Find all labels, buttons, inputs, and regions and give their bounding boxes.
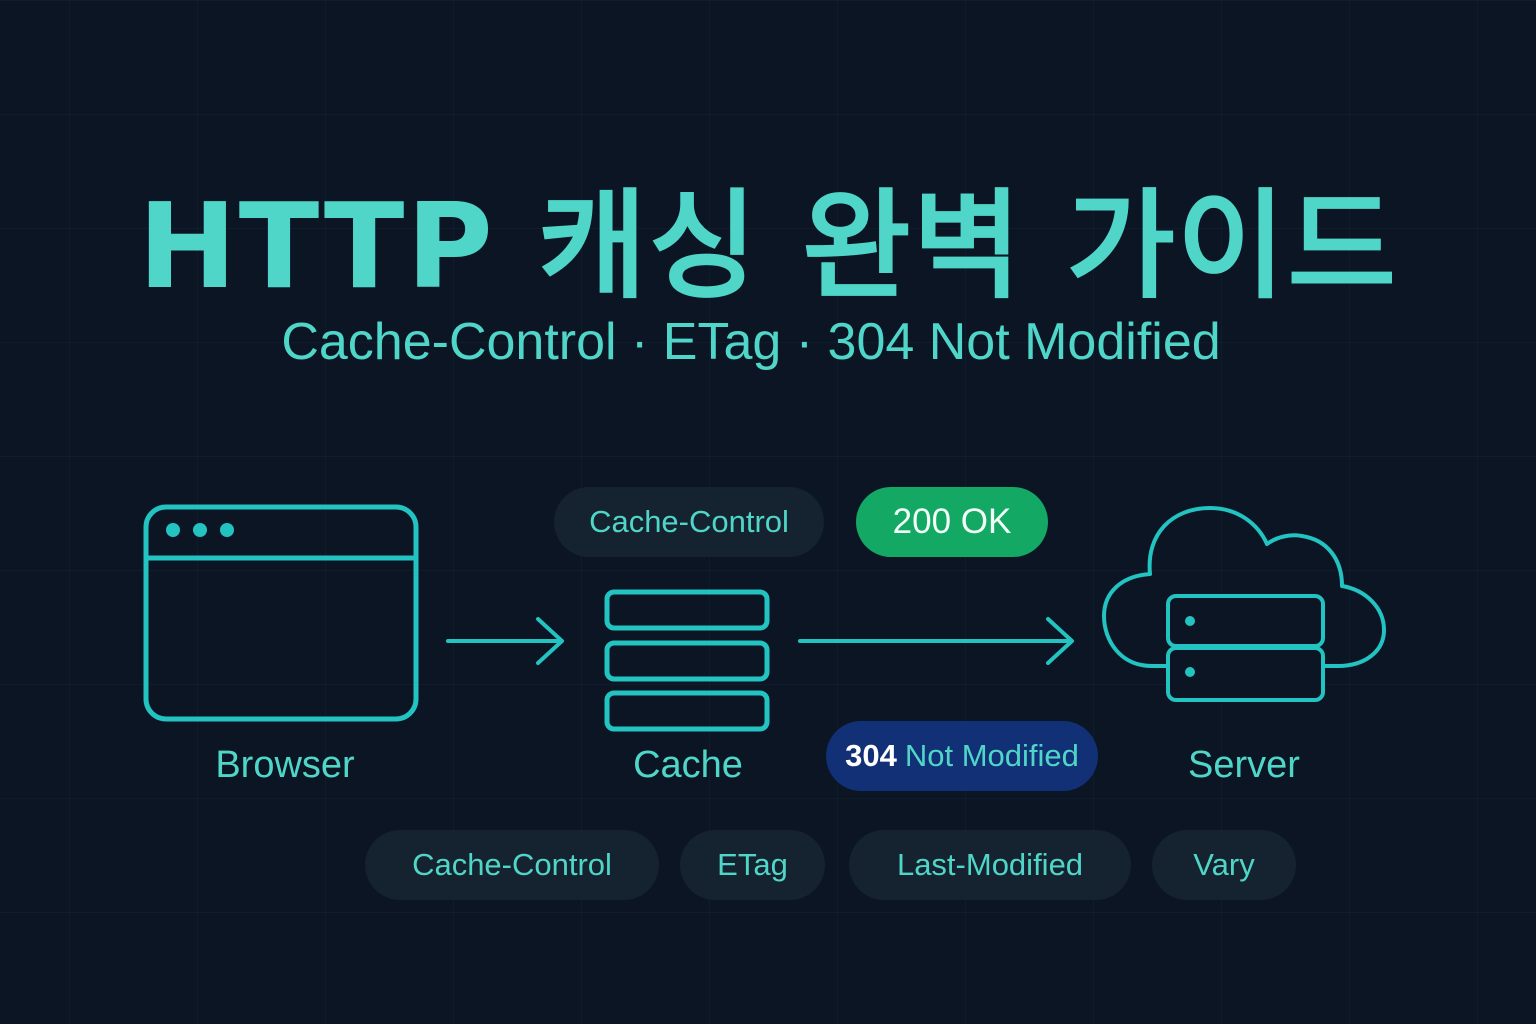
page-subtitle: Cache-Control · ETag · 304 Not Modified xyxy=(281,313,1221,371)
header-tag-label: Cache-Control xyxy=(412,847,612,882)
header-tag-label: Last-Modified xyxy=(896,847,1084,882)
page-title: HTTP 캐싱 완벽 가이드 xyxy=(137,177,1399,315)
status-304-code: 304 xyxy=(845,738,897,773)
browser-label: Browser xyxy=(215,744,355,786)
browser-window-icon xyxy=(143,504,419,722)
header-tag-label: ETag xyxy=(717,847,788,882)
header-tag-cache-control: Cache-Control xyxy=(365,830,659,900)
cache-control-badge: Cache-Control xyxy=(554,487,824,557)
cache-stack-icon xyxy=(604,589,770,732)
status-200-badge: 200 OK xyxy=(856,487,1048,557)
header-tag-vary: Vary xyxy=(1152,830,1296,900)
status-304-text: Not Modified xyxy=(904,738,1079,773)
arrow-right-icon xyxy=(446,617,564,665)
header-tag-last-modified: Last-Modified xyxy=(849,830,1131,900)
status-200-label: 200 OK xyxy=(892,502,1012,541)
header-tag-label: Vary xyxy=(1193,847,1255,882)
arrow-right-icon xyxy=(798,617,1074,665)
cloud-server-icon xyxy=(1102,506,1386,702)
server-label: Server xyxy=(1188,744,1300,786)
status-304-badge: 304 Not Modified xyxy=(826,721,1098,791)
header-tag-etag: ETag xyxy=(680,830,825,900)
cache-control-badge-label: Cache-Control xyxy=(589,504,789,539)
cache-label: Cache xyxy=(633,744,743,786)
